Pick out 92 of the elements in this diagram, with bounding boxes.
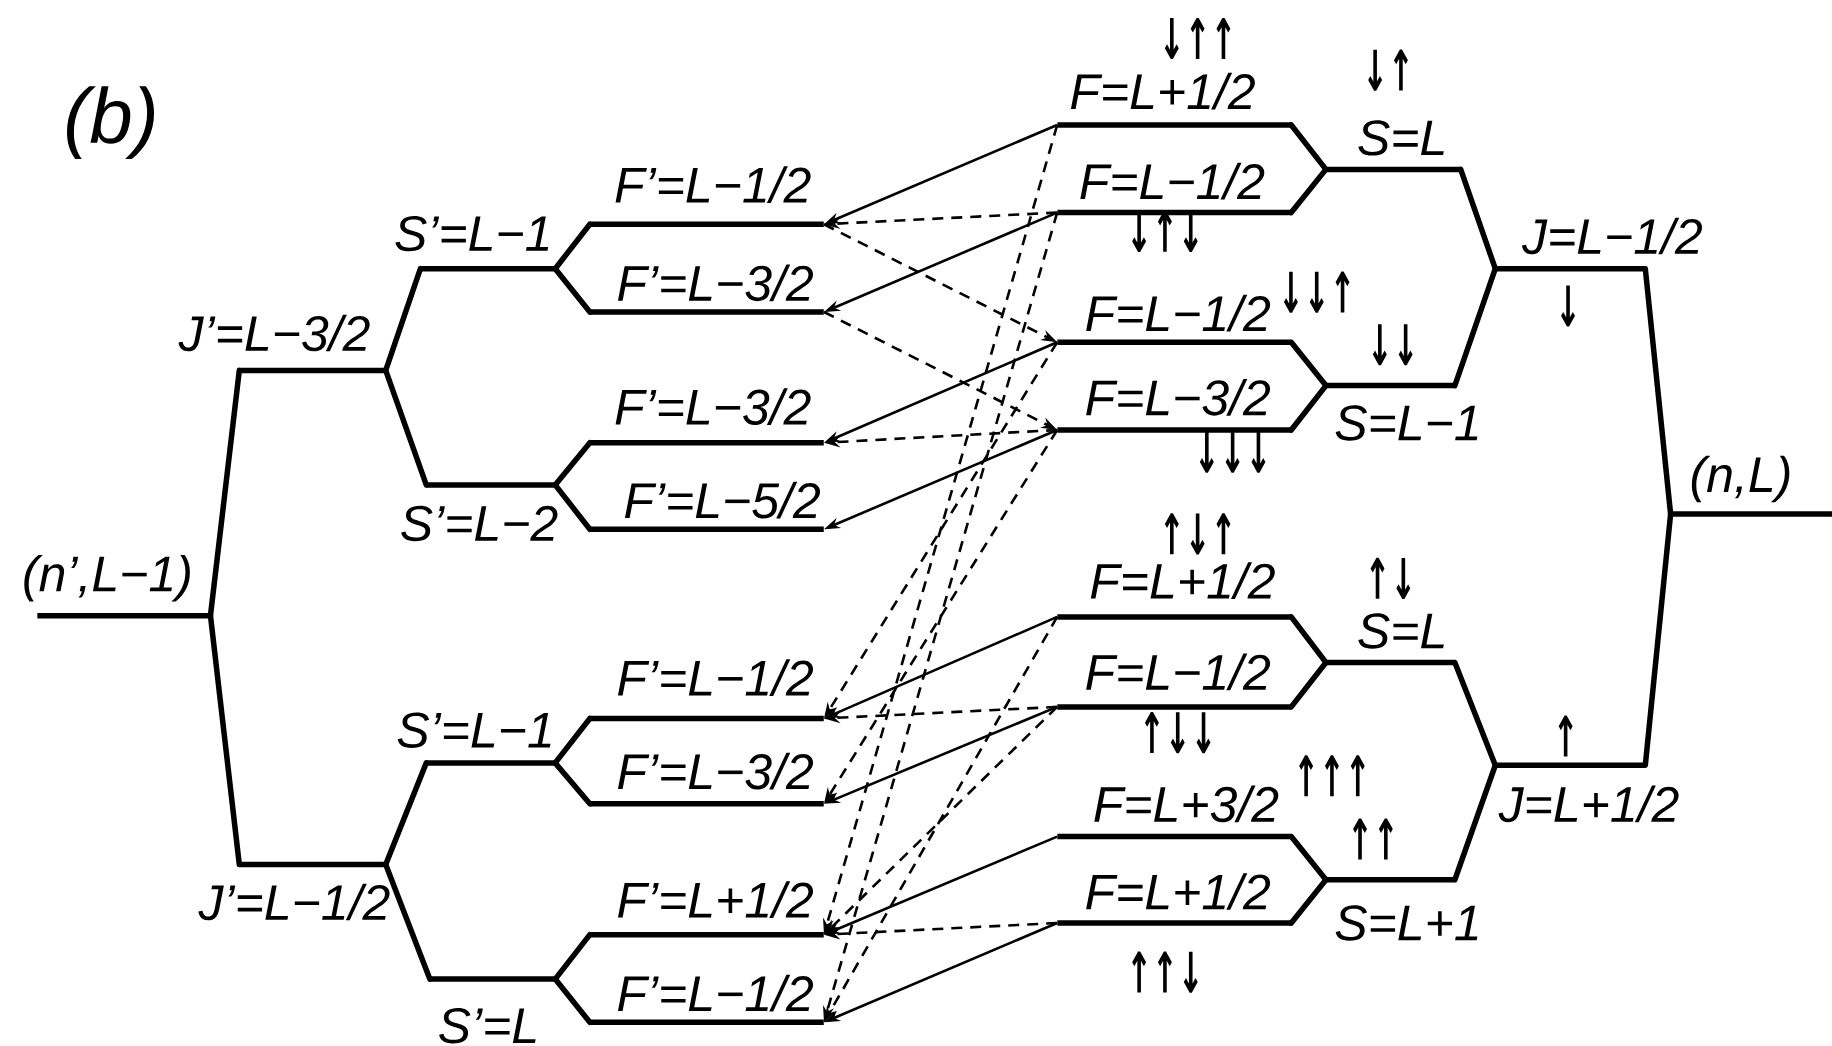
splitting-line [207,612,243,868]
node-label: S’=L−1 [395,215,549,252]
energy-level: F=L−1/2 ↑↓↓ [1057,653,1292,754]
splitting-line [1288,122,1329,173]
energy-level: F=L−3/2 ↓↓↓ [1057,378,1292,473]
node-label: ↑↑ [1353,818,1393,860]
node-label: S=L [1358,613,1444,649]
energy-level: F’=L−3/2 [590,752,824,807]
node-label: ↑↓↓ [1144,711,1211,754]
node-label: J=L−1/2 [1521,217,1703,255]
node-label: S’=L−1 [397,712,551,748]
energy-level: S’=L−1 [395,215,555,272]
node-label: ↑ [1558,715,1573,757]
node-label: S’=L−2 [401,505,558,542]
splitting-line [552,221,593,272]
splitting-line [1288,339,1329,389]
energy-level: F=L+1/2 ↑↑↓ [1057,873,1292,993]
energy-level: J’=L−1/2 [198,861,390,921]
splitting-line [552,482,593,533]
node-label: F=L−1/2 [1086,653,1271,691]
node-label: (n,L) [1691,455,1790,503]
energy-level: F=L+1/2 ↑↓↑ [1057,513,1292,620]
energy-level: S’=L−2 [401,482,558,542]
node-label: F=L+3/2 [1094,785,1279,823]
panel-label: (b) [67,86,154,159]
energy-level: J=L−1/2 ↓ [1495,217,1702,327]
node-label: F=L+1/2 [1070,72,1255,110]
energy-level: F’=L−1/2 [590,659,824,722]
node-label: ↓↓ [1372,324,1413,366]
splitting-line [552,760,593,807]
splitting-line [1288,877,1329,926]
energy-level: F’=L−3/2 [590,388,824,446]
energy-level: F’=L−5/2 [590,481,824,533]
node-label: F’=L−1/2 [615,166,811,203]
node-label: (n’,L−1) [24,555,190,602]
energy-level: J=L+1/2 ↑ [1495,715,1679,823]
node-label: ↓↓↓ [1199,431,1266,473]
node-label: F=L+1/2 [1086,873,1271,910]
splitting-line [1288,659,1329,710]
node-label: F’=L−5/2 [624,481,821,519]
node-label: F=L−1/2 [1080,162,1265,200]
energy-level: S=L ↓↑ [1326,49,1461,173]
splitting-line [1288,166,1329,216]
node-label: S=L−1 [1335,405,1478,441]
node-label: F’=L−3/2 [617,264,814,302]
node-label: ↓ [1561,285,1575,327]
node-label: S=L [1358,120,1444,156]
node-label: J’=L−3/2 [178,314,370,352]
splitting-line [552,265,593,315]
node-label: F=L−1/2 [1086,294,1271,332]
node-label: F’=L−1/2 [617,974,814,1012]
node-label: ↑↑↓ [1132,951,1198,993]
energy-level: (n’,L−1) [24,555,211,619]
splitting-line [552,976,593,1026]
splitting-line [1288,614,1329,666]
splitting-line [382,367,429,488]
node-label: ↓↑↑ [1164,17,1231,60]
splitting-line [1452,265,1499,389]
energy-level: F=L+1/2 ↓↑↑ [1057,17,1292,128]
energy-level: F’=L−1/2 [590,166,824,228]
splitting-line [382,861,433,982]
node-label: ↑↑↑ [1299,755,1365,797]
splitting-line [1642,511,1674,769]
node-label: J=L+1/2 [1498,785,1679,823]
splitting-line [1288,833,1329,883]
splitting-line [552,931,593,982]
node-label: ↓↑ [1368,49,1408,91]
energy-level: F’=L−3/2 [590,264,824,315]
energy-level: S’=L [430,976,555,1044]
splitting-line [1452,762,1499,883]
node-label: S’=L [439,1008,536,1044]
node-label: F’=L−3/2 [617,752,814,790]
energy-level: F’=L+1/2 [590,881,824,938]
splitting-line [552,440,593,488]
energy-level: S=L+1 ↑↑ [1326,818,1478,941]
energy-level: J’=L−3/2 [178,314,386,374]
node-label: ↓↓↑ [1283,271,1350,313]
splitting-line [1288,382,1329,433]
node-label: F’=L−1/2 [617,659,814,696]
node-label: ↑↓↑ [1164,513,1231,555]
node-label: S=L+1 [1335,905,1478,941]
node-label: F’=L+1/2 [617,881,814,918]
node-label: F’=L−3/2 [615,388,811,425]
node-label: J’=L−1/2 [198,883,390,921]
energy-level: S=L ↑↓ [1326,557,1455,666]
energy-level: (n,L) [1670,455,1832,517]
node-label: F=L+1/2 [1090,562,1275,600]
energy-level: S’=L−1 [397,712,555,766]
node-label: ↑↓ [1370,557,1411,599]
node-label: F=L−3/2 [1086,378,1271,416]
energy-level: F’=L−1/2 [590,974,824,1026]
splitting-line [552,715,593,766]
